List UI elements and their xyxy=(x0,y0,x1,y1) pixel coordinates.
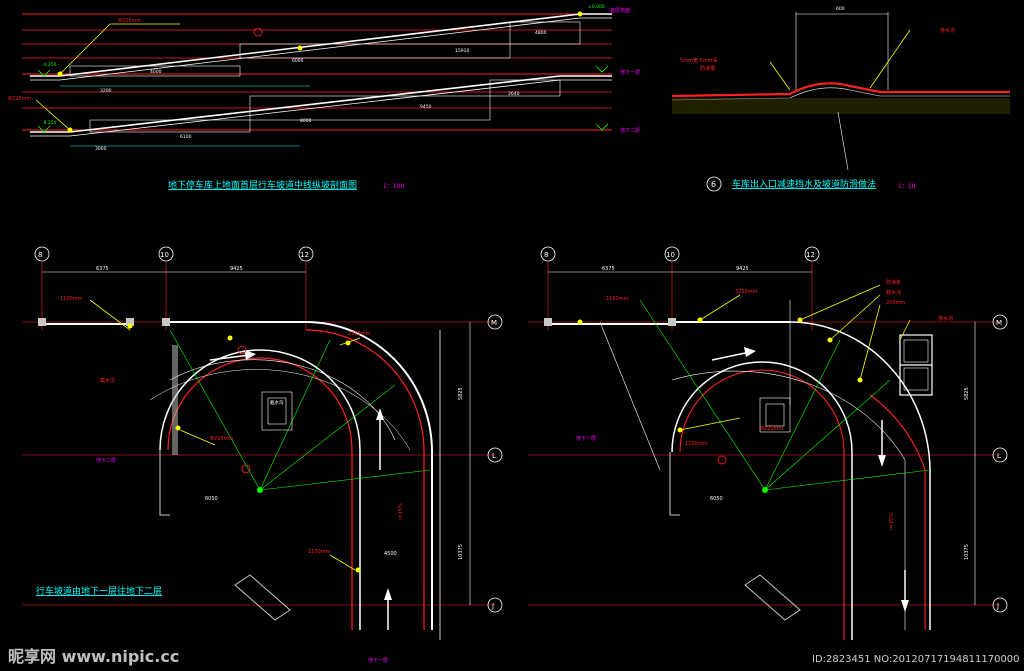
dim-section-e: 3200 xyxy=(100,88,112,94)
section-scale: 1：100 xyxy=(383,183,404,190)
right-annot-7: 200mm xyxy=(886,300,905,306)
right-annot-1: 防滑条 xyxy=(886,279,901,286)
detail-annot-groove: 5mm宽 5mm深 xyxy=(680,57,717,64)
level-top-right: ±0.000 xyxy=(588,4,605,10)
grid-col-10-right: 10 xyxy=(666,251,675,259)
dim-section-d: 4800 xyxy=(535,30,547,36)
dim-section-i: 3000 xyxy=(95,146,107,152)
grid-row-l-left: L xyxy=(492,452,496,460)
dim-right-top-1: 6375 xyxy=(602,266,615,272)
floor-b1-label-section: 地下一层 xyxy=(620,69,640,76)
dim-right-top-2: 9425 xyxy=(736,266,749,272)
section-title: 地下停车库上地面首层行车坡道中线纵坡剖面图 xyxy=(168,179,357,191)
left-annot-sump: 集水坑 xyxy=(100,377,115,384)
level-b2-left: -8.350 xyxy=(42,120,57,126)
dim-right-side-2: 10375 xyxy=(964,544,970,560)
left-floor-b1: 地下一层 xyxy=(368,657,388,664)
right-height-2: 2250mm xyxy=(735,289,758,295)
dim-section-a: 4000 xyxy=(150,69,162,75)
left-annot-drain: 截水沟 xyxy=(270,399,284,406)
detail-drawing xyxy=(671,12,1010,192)
left-height-3: 1100mm xyxy=(308,549,331,555)
left-height-2: 2250mm xyxy=(348,331,371,337)
right-d225: Φ225mm xyxy=(760,426,783,432)
section-d225-label-2: Φ225mm xyxy=(8,96,31,102)
grid-row-m-left: M xyxy=(491,319,497,327)
detail-number: 6 xyxy=(711,180,716,189)
dim-left-radius: 6050 xyxy=(205,496,218,502)
left-slope: i=15% xyxy=(398,503,404,520)
right-height-3: 1100mm xyxy=(685,441,708,447)
dim-right-radius: 6050 xyxy=(710,496,723,502)
grid-col-8-right: 8 xyxy=(544,251,548,259)
dim-left-side-1: 5825 xyxy=(458,387,464,400)
dim-left-ramp-width: 4500 xyxy=(384,551,397,557)
plan-right xyxy=(528,246,1008,640)
plan-left-title: 行车坡道由地下一层往地下二层 xyxy=(36,585,162,597)
right-annot-3: 排水沟 xyxy=(938,315,953,322)
section-d225-label: Φ225mm xyxy=(118,18,141,24)
first-floor-label: 首层地面 xyxy=(610,7,630,14)
grid-col-10-left: 10 xyxy=(160,251,169,259)
grid-row-j-right: J xyxy=(996,602,999,610)
grid-row-l-right: L xyxy=(997,452,1001,460)
right-annot-2: 截水沟 xyxy=(886,289,901,296)
level-b1-left: -4.250 xyxy=(42,62,57,68)
right-floor-b1: 地下一层 xyxy=(576,435,596,442)
dim-left-top-1: 6375 xyxy=(96,266,109,272)
right-height-1: 1100mm xyxy=(606,296,629,302)
left-d225: Φ225mm xyxy=(210,436,233,442)
grid-col-8-left: 8 xyxy=(38,251,42,259)
grid-col-12-left: 12 xyxy=(300,251,309,259)
dim-section-c: 15910 xyxy=(455,48,469,54)
dim-right-side-1: 5825 xyxy=(964,387,970,400)
left-floor-b2: 地下二层 xyxy=(96,457,116,464)
watermark-site: 昵享网 www.nipic.cc xyxy=(8,647,179,666)
detail-annot-antislip: 防滑槽 xyxy=(700,65,715,72)
dim-section-j: 6100 xyxy=(180,134,192,140)
ramp-section xyxy=(22,11,612,147)
grid-row-j-left: J xyxy=(491,602,494,610)
dim-left-top-2: 9425 xyxy=(230,266,243,272)
plan-left xyxy=(22,246,503,640)
watermark-id: ID:2823451 NO:20120717194811170000 xyxy=(812,654,1020,665)
left-height-1: 1100mm xyxy=(60,296,83,302)
dim-section-b: 6000 xyxy=(292,58,304,64)
grid-row-m-right: M xyxy=(996,319,1002,327)
detail-scale: 1：10 xyxy=(898,183,916,190)
floor-b2-label-section: 地下二层 xyxy=(620,127,640,134)
grid-col-12-right: 12 xyxy=(806,251,815,259)
detail-title: 车库出入口减速挡水及坡道防滑做法 xyxy=(732,178,876,190)
dim-left-side-2: 10375 xyxy=(458,544,464,560)
dim-section-h: 2640 xyxy=(508,91,520,97)
dim-section-g: 8000 xyxy=(300,118,312,124)
right-slope: i=15% xyxy=(889,513,895,530)
dim-detail-width: 600 xyxy=(836,6,845,12)
dim-section-f: 9450 xyxy=(420,104,432,110)
detail-annot-drain: 排水沟 xyxy=(940,27,955,34)
